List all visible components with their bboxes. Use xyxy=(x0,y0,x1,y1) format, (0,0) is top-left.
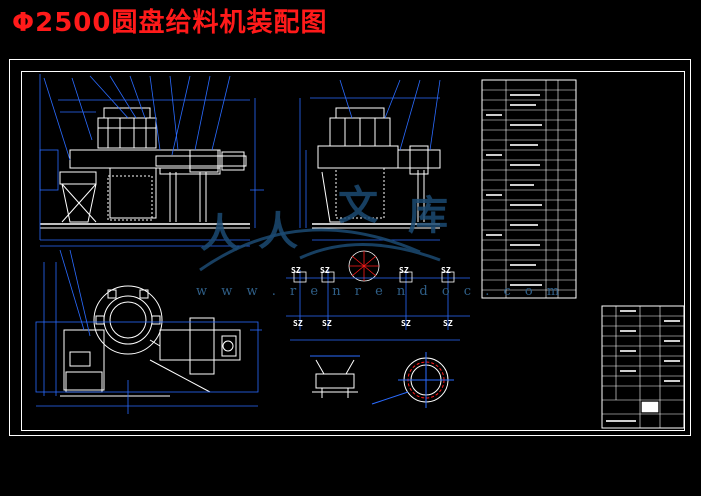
plan-view-dimensions xyxy=(35,249,262,414)
drawing-title: Φ2500圆盘给料机装配图 xyxy=(12,8,328,38)
front-view-dimensions xyxy=(39,74,264,247)
section-mark: SZ xyxy=(293,319,303,328)
section-mark: SZ xyxy=(320,266,330,275)
section-mark: SZ xyxy=(441,266,451,275)
side-view-dimensions xyxy=(299,79,441,241)
bolt-layout xyxy=(286,250,470,341)
title-block xyxy=(601,305,685,429)
section-mark: SZ xyxy=(401,319,411,328)
liner-ring-detail xyxy=(371,352,454,408)
chute-detail xyxy=(310,355,360,398)
watermark-glyph-1: 人 xyxy=(200,210,240,257)
parts-list-table xyxy=(481,79,577,299)
watermark-swoosh xyxy=(199,228,441,272)
section-mark: SZ xyxy=(322,319,332,328)
plan-view xyxy=(60,285,241,397)
sheet-outer-border xyxy=(9,59,691,436)
sheet-inner-border xyxy=(21,71,685,431)
section-mark: SZ xyxy=(443,319,453,328)
watermark-glyph-3: 文 xyxy=(338,182,378,229)
watermark-glyph-2: 人 xyxy=(258,208,298,255)
side-view xyxy=(312,107,441,229)
watermark-url: w w w . r e n r e n d o c . c o m xyxy=(196,284,565,299)
watermark-glyph-4: 库 xyxy=(408,192,448,239)
section-mark: SZ xyxy=(291,266,301,275)
section-mark: SZ xyxy=(399,266,409,275)
